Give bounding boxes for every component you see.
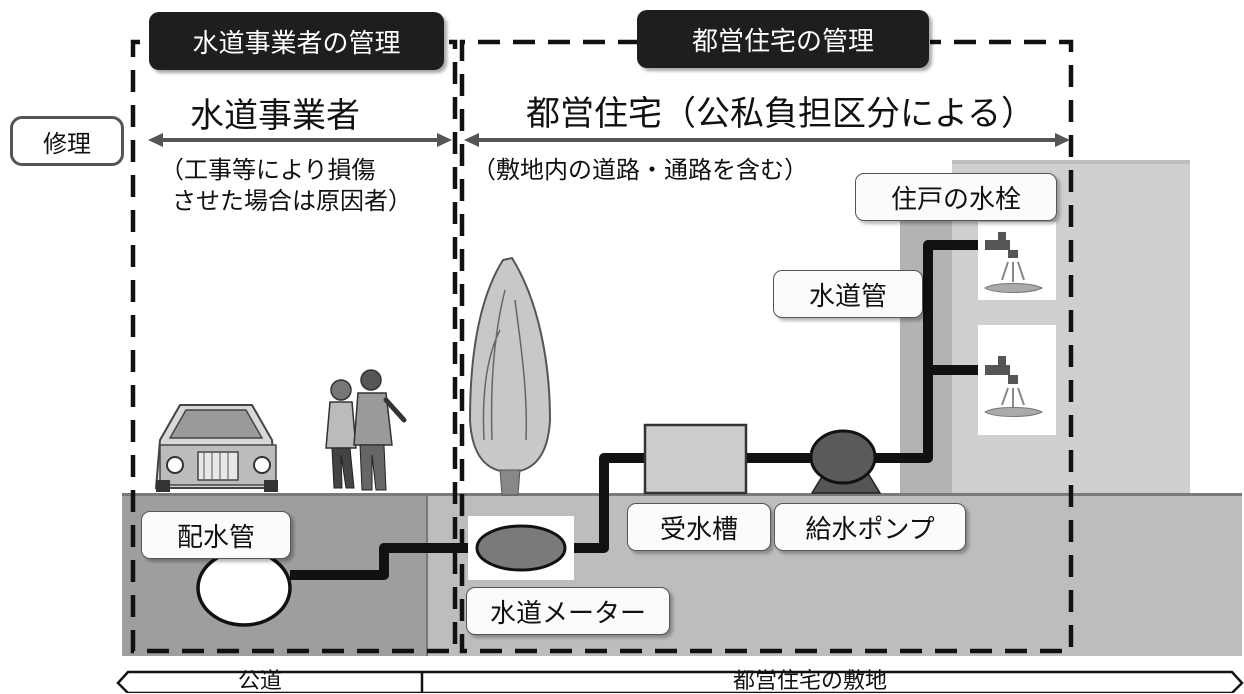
pedestrians-icon [325, 369, 407, 491]
utility-mgmt-header: 水道事業者の管理 [149, 12, 444, 70]
supply-pump-icon [809, 429, 882, 494]
housing-site-label: 都営住宅の敷地 [733, 669, 888, 694]
receiving-tank-icon [643, 423, 748, 495]
repair-label: 修理 [10, 116, 124, 166]
faucet-icon [978, 222, 1056, 300]
distribution-pipe-label: 配水管 [141, 511, 291, 559]
faucet-icon [978, 325, 1056, 435]
utility-mgmt-boundary [130, 39, 458, 654]
water-meter-icon [468, 516, 574, 580]
water-meter-label: 水道メーター [466, 587, 670, 635]
housing-responsible-text: 都営住宅（公私負担区分による） [526, 94, 1035, 134]
water-pipe-label: 水道管 [773, 270, 923, 318]
housing-mgmt-boundary [459, 39, 1074, 654]
utility-responsible-text: 水道事業者 [190, 96, 360, 136]
receiving-tank-label: 受水槽 [627, 503, 771, 551]
utility-responsibility-arrow [148, 133, 452, 147]
tree-icon [468, 256, 552, 496]
water-pipe-line [290, 240, 985, 580]
utility-note-line2: させた場合は原因者） [172, 187, 412, 215]
housing-note: （敷地内の道路・通路を含む） [472, 156, 808, 184]
unit-faucet-label: 住戸の水栓 [855, 173, 1057, 221]
supply-pump-label: 給水ポンプ [774, 503, 966, 551]
housing-mgmt-header: 都営住宅の管理 [637, 10, 929, 68]
public-road-label: 公道 [238, 669, 283, 694]
car-icon [154, 404, 278, 492]
utility-note-line1: （工事等により損傷 [160, 156, 376, 184]
ground-area-band [116, 670, 1244, 693]
housing-responsibility-arrow [464, 133, 1070, 147]
distribution-main-icon [196, 549, 292, 627]
